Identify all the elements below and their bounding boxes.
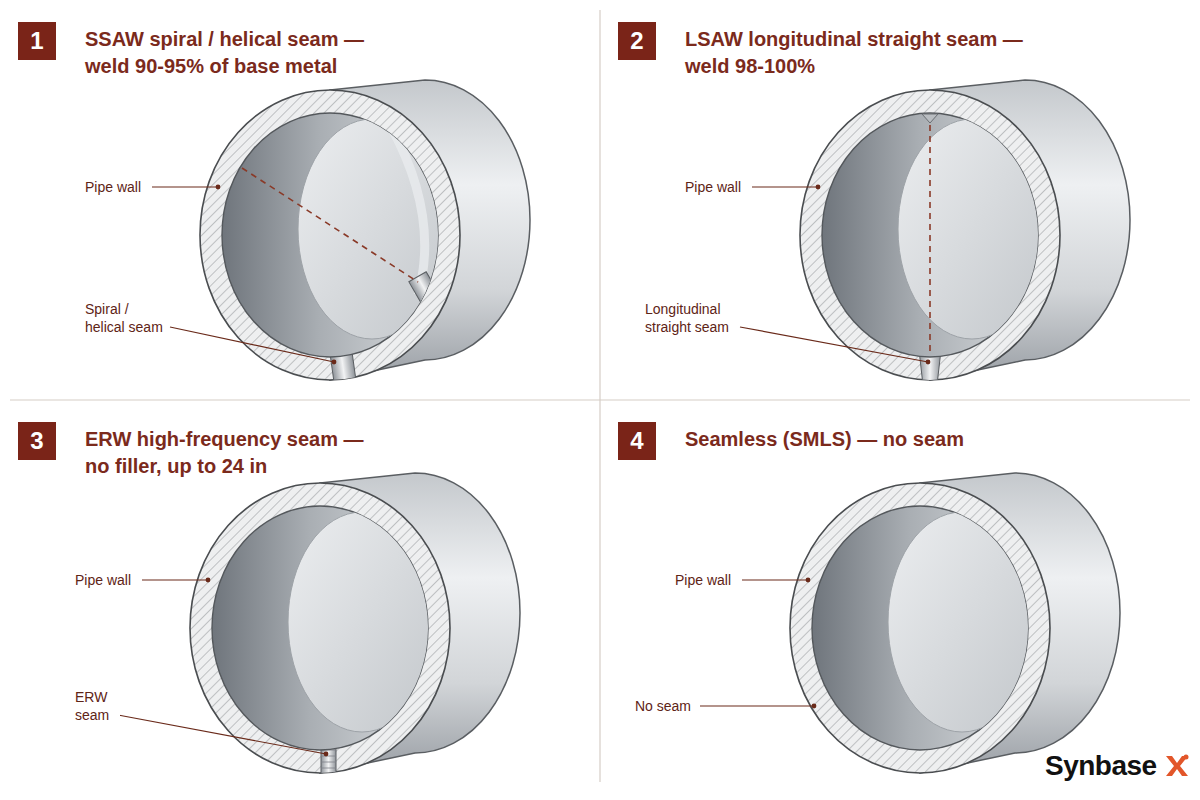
part-label: Pipe wall <box>685 178 741 196</box>
callout-number: 1 <box>30 22 43 60</box>
part-label: Spiral / helical seam <box>85 300 169 336</box>
brand-logo: Synbase <box>1045 750 1157 782</box>
seamless-pipe <box>790 473 1120 773</box>
part-label: ERW seam <box>75 688 120 724</box>
part-label: Pipe wall <box>75 571 131 589</box>
ssaw-pipe <box>200 80 530 388</box>
callout-number-box: 4 <box>618 422 656 460</box>
number-badge: 1SSAW spiral / helical seam — weld 90-95… <box>18 22 56 60</box>
callout-number: 3 <box>30 422 43 460</box>
number-badge: 3ERW high-frequency seam — no filler, up… <box>18 422 56 460</box>
panel-heading: SSAW spiral / helical seam — weld 90-95%… <box>85 26 390 80</box>
leader-dots <box>206 185 931 757</box>
lsaw-pipe <box>800 80 1130 385</box>
part-label: Pipe wall <box>675 571 731 589</box>
panel-divider <box>10 399 1190 400</box>
callout-number: 2 <box>630 22 643 60</box>
callout-number-box: 2 <box>618 22 656 60</box>
part-label: Longitudinal straight seam <box>645 300 735 336</box>
callout-number-box: 3 <box>18 422 56 460</box>
erw-pipe <box>190 473 520 780</box>
panel-heading: Seamless (SMLS) — no seam <box>685 426 1125 453</box>
part-label: Pipe wall <box>85 178 141 196</box>
logo-mark <box>1166 755 1189 777</box>
panel-heading: LSAW longitudinal straight seam — weld 9… <box>685 26 1045 80</box>
panel-divider <box>599 10 600 782</box>
part-label: No seam <box>635 697 691 715</box>
number-badge: 2LSAW longitudinal straight seam — weld … <box>618 22 656 60</box>
number-badge: 4Seamless (SMLS) — no seam <box>618 422 656 460</box>
callout-number-box: 1 <box>18 22 56 60</box>
callout-number: 4 <box>630 422 643 460</box>
panel-heading: ERW high-frequency seam — no filler, up … <box>85 426 375 480</box>
